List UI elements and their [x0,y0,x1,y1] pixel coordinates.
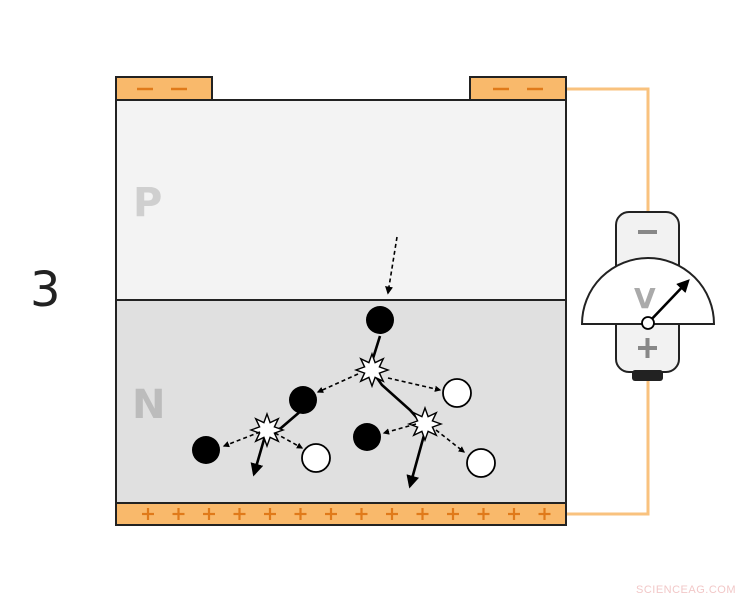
p-layer [115,99,567,301]
top-contact-right [469,76,567,101]
hole [466,448,496,478]
collision-burst [248,411,286,449]
electrons [192,306,394,464]
wire-bottom [566,380,650,516]
wire-top [566,87,650,214]
hole [442,378,472,408]
n-layer [115,299,567,504]
incoming-photon-arrow [385,236,398,295]
n-layer-label: N [132,382,165,428]
hole [301,443,331,473]
electron [353,423,381,451]
electron [192,436,220,464]
bottom-contact-signs [142,508,551,520]
voltmeter-pivot [641,316,655,330]
voltmeter-symbol: V [634,282,656,315]
voltmeter-dial [580,257,716,325]
secondary-arrows [222,373,466,453]
collision-burst [353,351,391,389]
top-contact-left [115,76,213,101]
voltmeter: V [580,211,716,381]
voltmeter-base [632,370,663,381]
p-layer-label: P [133,180,162,226]
collision-burst [406,405,444,443]
holes [301,378,496,478]
step-number: 3 [30,262,61,318]
electron [289,386,317,414]
watermark: SCIENCEAG.COM [635,584,736,596]
voltmeter-needle [647,279,690,324]
voltmeter-positive-sign [638,338,657,358]
electron [366,306,394,334]
